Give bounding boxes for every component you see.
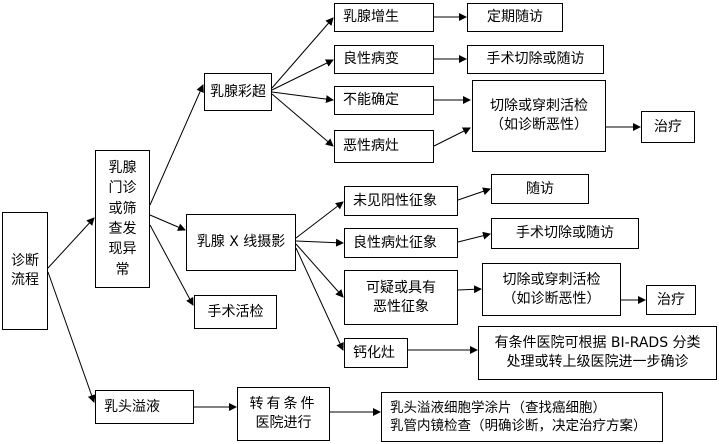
root-label: 诊断流程 [11, 253, 39, 288]
hospital-line: 医院进行 [255, 415, 312, 431]
biopsy-line: （如诊断恶性） [502, 290, 601, 307]
outcome-label: 定期随访 [487, 9, 543, 26]
mammography-title: 乳腺 X 线摄影 [196, 234, 286, 251]
ultrasound-item-benign: 良性病变 [334, 45, 434, 74]
ultrasound-treatment-node: 治疗 [641, 111, 695, 143]
mammo-item-suspicious: 可疑或具有 恶性征象 [344, 270, 458, 325]
screening-line: 查发 [108, 221, 137, 237]
outcome-label: 随访 [526, 180, 554, 197]
exam-line: 乳头溢液细胞学涂片（查找癌细胞） [390, 399, 606, 416]
biopsy-line: 切除或穿刺活检 [490, 98, 588, 115]
surgical-biopsy-label: 手术活检 [207, 303, 264, 320]
mammo-biopsy-node: 切除或穿刺活检 （如诊断恶性） [482, 263, 621, 316]
biopsy-line: 切除或穿刺活检 [502, 271, 601, 288]
mammo-item-label: 可疑或具有 [366, 279, 436, 296]
ultrasound-outcome-followup: 定期随访 [467, 3, 563, 32]
mammo-item-benign: 良性病灶征象 [344, 228, 458, 258]
ultrasound-biopsy-node: 切除或穿刺活检 （如诊断恶性） [472, 80, 606, 152]
ultrasound-item-label: 良性病变 [343, 51, 399, 68]
ultrasound-item-label: 乳腺增生 [343, 9, 399, 26]
ultrasound-item-hyperplasia: 乳腺增生 [334, 3, 434, 32]
outcome-label: 手术切除或随访 [516, 225, 614, 242]
hospital-line: 转有条件 [249, 396, 318, 413]
nipple-exams-node: 乳头溢液细胞学涂片（查找癌细胞） 乳管内镜检查（明确诊断，决定治疗方案） [381, 392, 663, 442]
nipple-title: 乳头溢液 [104, 398, 160, 415]
screening-line: 门诊 [108, 180, 137, 197]
nipple-discharge-node: 乳头溢液 [95, 390, 194, 424]
screening-line: 或筛 [108, 200, 137, 217]
note-line: 处理或转上级医院进一步确诊 [506, 354, 689, 370]
mammo-item-negative: 未见阳性征象 [344, 186, 458, 216]
ultrasound-item-uncertain: 不能确定 [334, 86, 434, 115]
outcome-label: 手术切除或随访 [486, 51, 585, 68]
outcome-label: 治疗 [654, 118, 682, 135]
screening-node: 乳腺 门诊 或筛 查发 现异 常 [95, 150, 150, 288]
ultrasound-title: 乳腺彩超 [210, 83, 266, 100]
exam-line: 乳管内镜检查（明确诊断，决定治疗方案） [390, 418, 647, 434]
mammo-item-label: 未见阳性征象 [353, 192, 437, 209]
mammo-outcome-surgery: 手术切除或随访 [491, 218, 639, 249]
screening-line: 常 [115, 261, 130, 278]
ultrasound-item-label: 不能确定 [343, 92, 399, 109]
mammo-outcome-followup: 随访 [491, 174, 589, 204]
calcification-note-node: 有条件医院可根据 BI-RADS 分类 处理或转上级医院进一步确诊 [478, 326, 717, 380]
mammo-treatment-node: 治疗 [646, 285, 696, 315]
note-line: 有条件医院可根据 BI-RADS 分类 [494, 335, 701, 352]
surgical-biopsy-node: 手术活检 [194, 295, 277, 329]
outcome-label: 治疗 [657, 291, 685, 308]
ultrasound-item-label: 恶性病灶 [343, 138, 399, 155]
qualified-hospital-node: 转有条件 医院进行 [237, 387, 330, 441]
screening-line: 乳腺 [108, 160, 137, 177]
mammo-item-label: 钙化灶 [353, 344, 395, 361]
ultrasound-node: 乳腺彩超 [204, 73, 272, 111]
mammo-item-calcification: 钙化灶 [344, 338, 408, 368]
biopsy-line: （如诊断恶性） [490, 117, 588, 133]
ultrasound-outcome-surgery: 手术切除或随访 [467, 45, 604, 74]
mammography-node: 乳腺 X 线摄影 [186, 214, 296, 271]
root-node: 诊断流程 [2, 212, 48, 330]
mammo-item-label: 良性病灶征象 [353, 234, 437, 251]
screening-line: 现异 [108, 241, 137, 258]
ultrasound-item-malignant: 恶性病灶 [334, 130, 434, 163]
mammo-item-label: 恶性征象 [373, 298, 429, 315]
